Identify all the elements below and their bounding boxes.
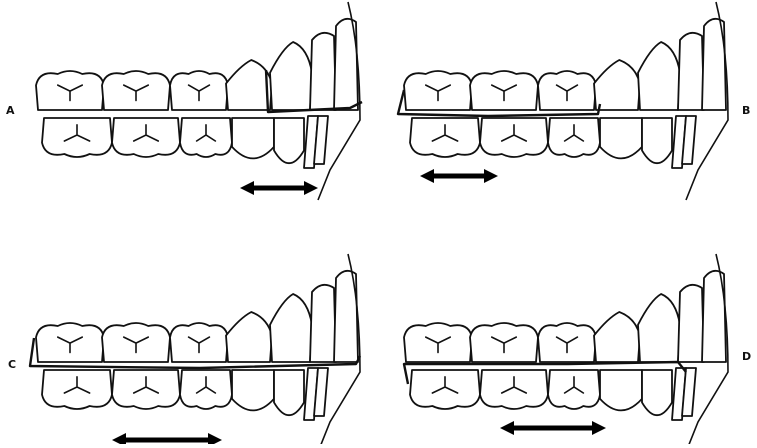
lower-premolar-1 [600, 370, 642, 410]
lower-molar-2 [112, 118, 180, 157]
panel-label-b: B [742, 104, 750, 117]
movement-arrow-left-head [500, 421, 514, 435]
movement-arrow-right-head [484, 169, 498, 183]
lower-premolar-2 [642, 118, 672, 163]
upper-canine [270, 42, 312, 110]
lower-molar-3 [548, 118, 600, 157]
movement-arrow-left-head [112, 433, 126, 444]
lower-molar-1 [410, 118, 480, 157]
upper-premolar-1 [226, 312, 272, 362]
movement-arrow-left-head [240, 181, 254, 195]
upper-premolar-1 [226, 60, 272, 110]
movement-arrow [240, 181, 318, 195]
movement-arrow [112, 433, 222, 444]
lower-premolar-1 [232, 118, 274, 158]
lower-molar-3 [180, 370, 232, 409]
lower-molar-1 [410, 370, 480, 409]
panel-c [30, 254, 360, 444]
lower-premolar-2 [274, 118, 304, 163]
lower-molar-1 [42, 118, 112, 157]
lower-molar-3 [180, 118, 232, 157]
movement-arrow-left-head [420, 169, 434, 183]
panel-label-c: C [8, 358, 16, 371]
upper-incisor-1 [310, 285, 336, 362]
movement-arrow [500, 421, 606, 435]
lower-premolar-1 [232, 370, 274, 410]
upper-incisor-1 [310, 33, 336, 110]
lower-molar-2 [480, 370, 548, 409]
panel-label-a: A [6, 104, 15, 117]
panel-label-d: D [742, 350, 751, 363]
movement-arrow-right-head [208, 433, 222, 444]
upper-canine [270, 294, 312, 362]
panel-b [398, 2, 728, 200]
panel-d [404, 254, 728, 444]
lower-premolar-2 [274, 370, 304, 415]
movement-arrow-right-head [304, 181, 318, 195]
lower-premolar-2 [642, 370, 672, 415]
lower-molar-3 [548, 370, 600, 409]
movement-arrow [420, 169, 498, 183]
upper-incisor-1 [678, 285, 704, 362]
lower-molar-1 [42, 370, 112, 409]
upper-canine [638, 42, 680, 110]
lower-premolar-1 [600, 118, 642, 158]
upper-incisor-1 [678, 33, 704, 110]
movement-arrow-right-head [592, 421, 606, 435]
panel-a [36, 2, 362, 200]
lower-molar-2 [480, 118, 548, 157]
upper-premolar-1 [594, 60, 640, 110]
upper-premolar-1 [594, 312, 640, 362]
lower-molar-2 [112, 370, 180, 409]
upper-canine [638, 294, 680, 362]
